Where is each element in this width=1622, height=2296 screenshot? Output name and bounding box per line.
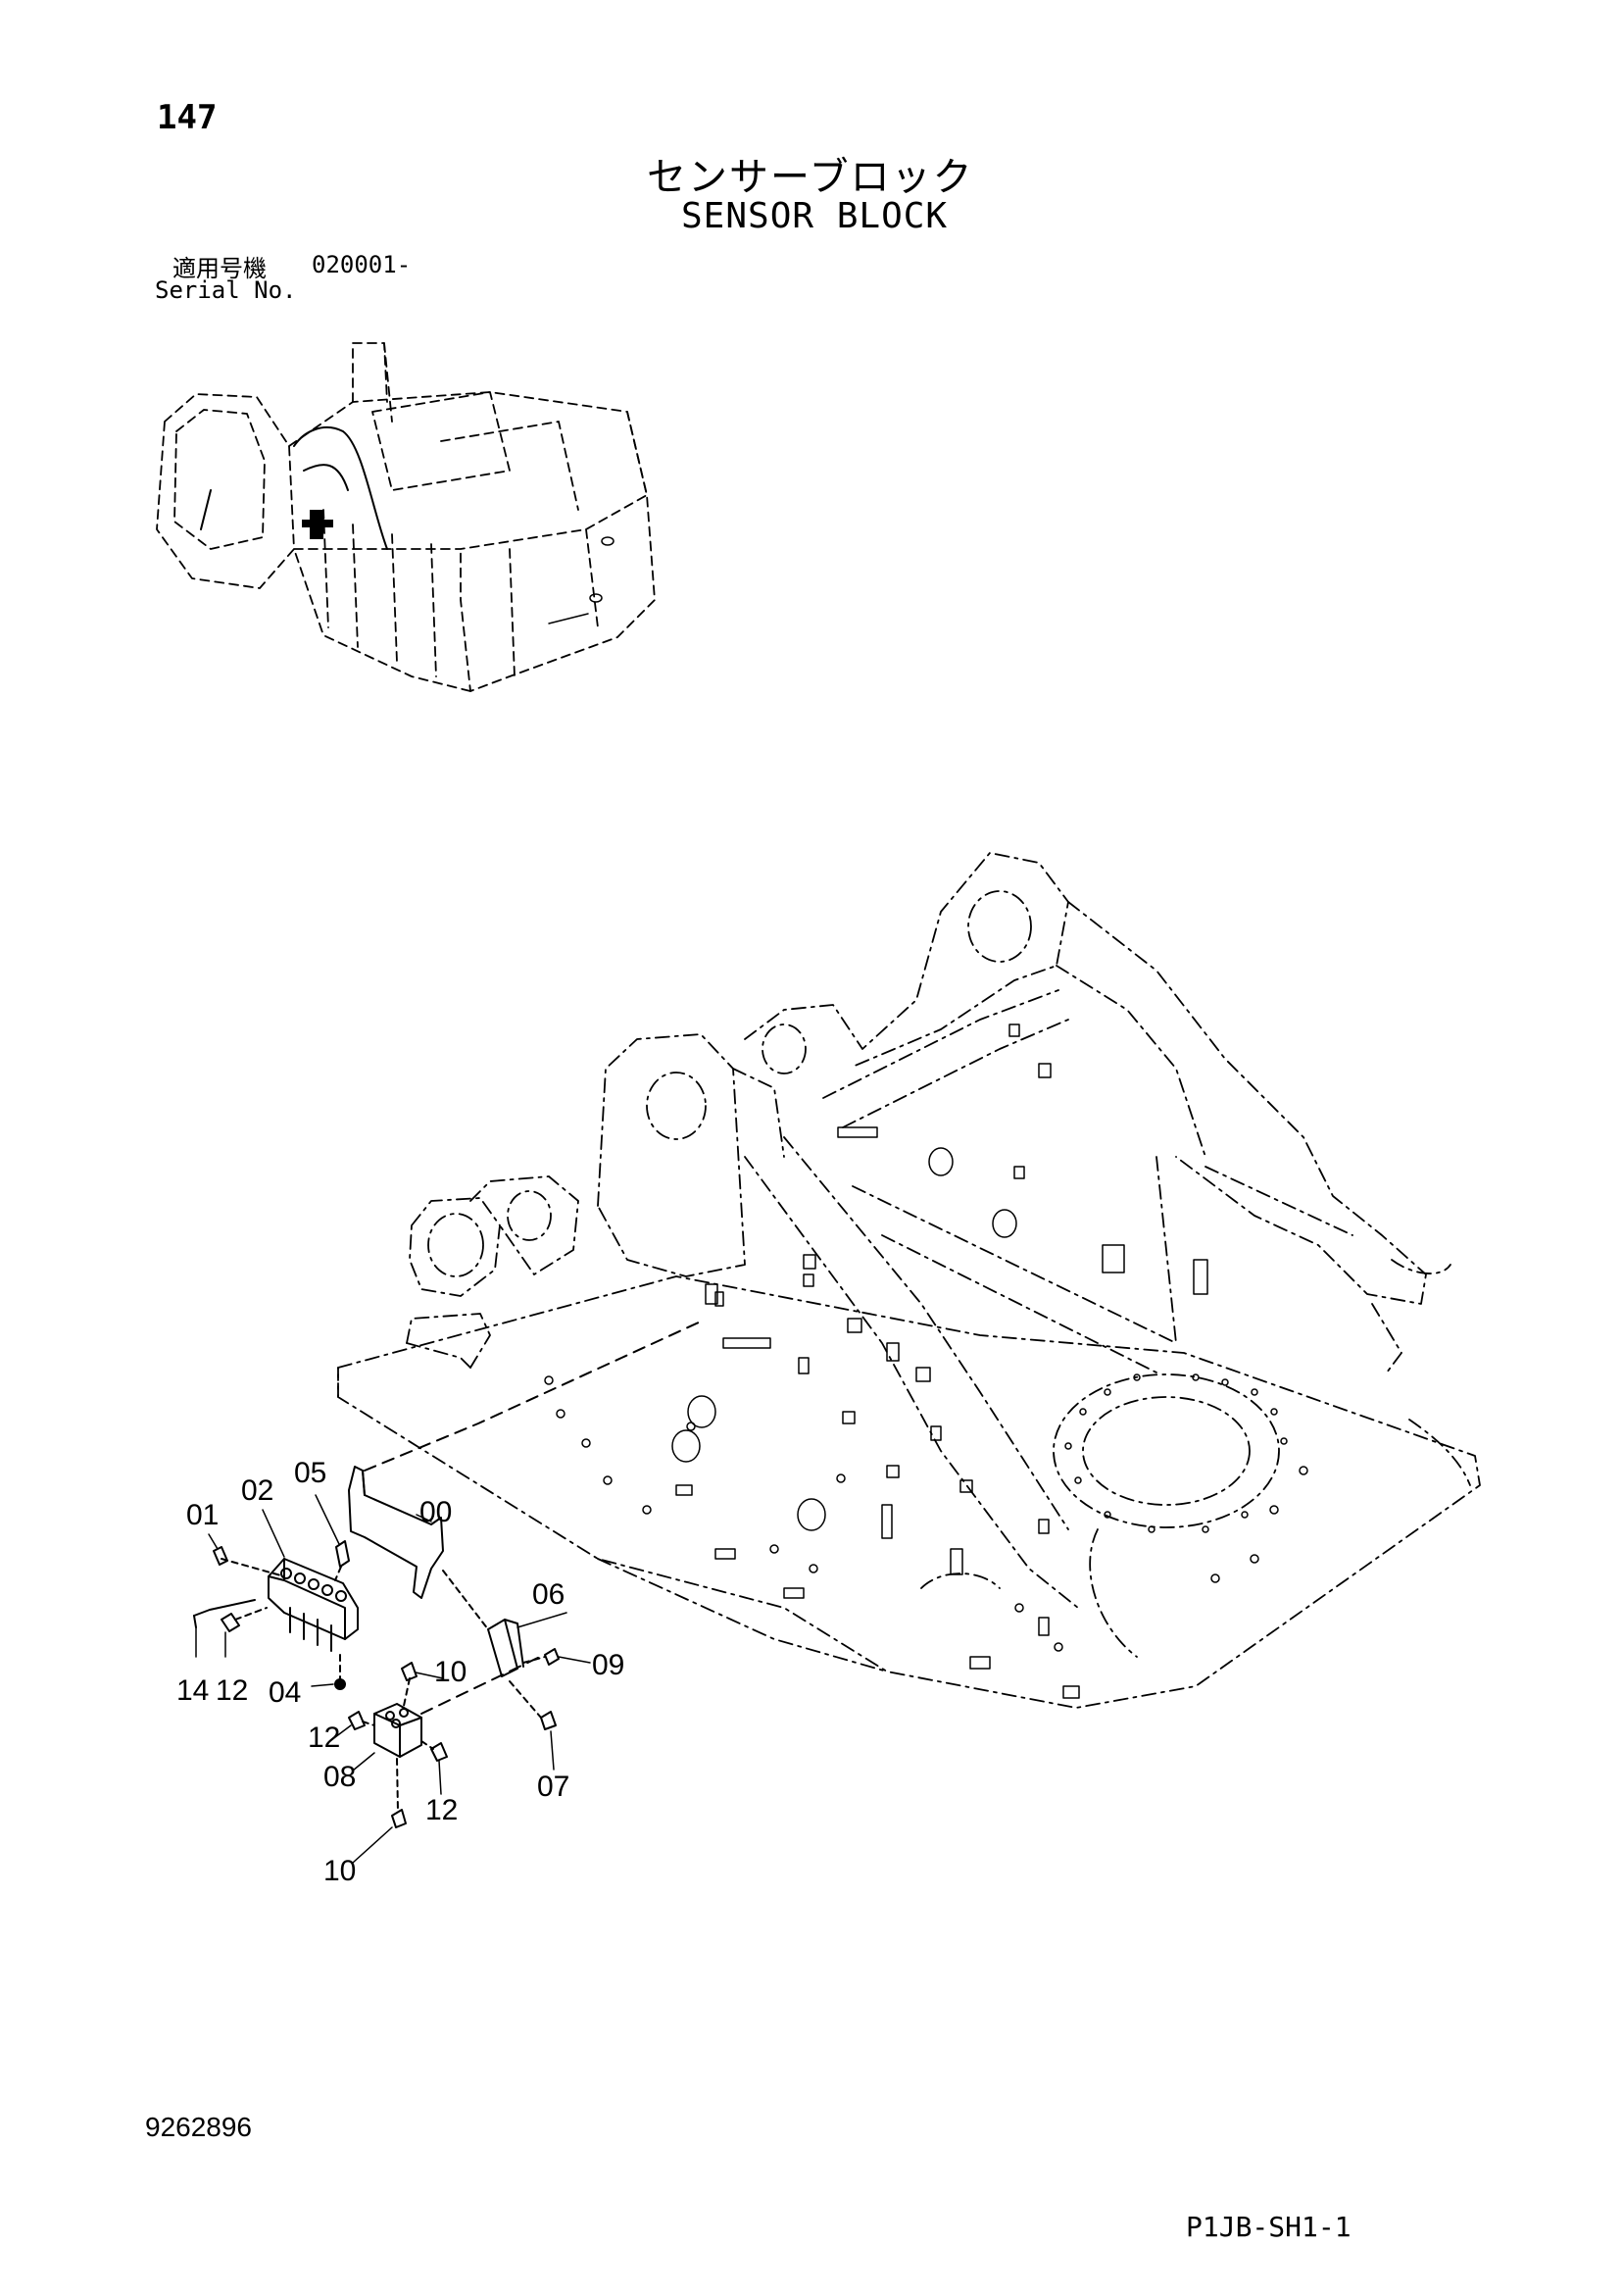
callout-08: 08	[323, 1761, 356, 1793]
callout-05: 05	[294, 1457, 326, 1489]
callout-10: 10	[434, 1656, 467, 1688]
plug-12-right	[430, 1742, 448, 1762]
callout-labels: 01 02 05 00 06 09 10 14 12 04 12 08 12 0…	[176, 1457, 624, 1887]
callout-04: 04	[269, 1676, 301, 1709]
callout-07: 07	[537, 1771, 569, 1803]
plug-10-top	[401, 1662, 418, 1681]
bracket-06	[487, 1619, 518, 1677]
bolt-09	[544, 1648, 560, 1666]
plug-12-mid	[348, 1711, 366, 1730]
title-english: SENSOR BLOCK	[681, 196, 949, 236]
sensor-block-assembly	[193, 1321, 702, 1828]
title-japanese: センサーブロック	[647, 155, 974, 200]
callout-10: 10	[323, 1855, 356, 1887]
plug-10-bottom	[391, 1809, 407, 1828]
page-number: 147	[157, 98, 218, 137]
callout-06: 06	[532, 1578, 565, 1611]
frame-bolt-holes	[544, 1147, 1308, 1652]
bolt-14	[193, 1599, 256, 1617]
overview-sensor-block	[302, 510, 333, 539]
overview-wiring	[200, 426, 388, 550]
bolt-01	[213, 1546, 228, 1566]
serial-value: 020001-	[312, 251, 412, 278]
manifold-block-02	[268, 1558, 359, 1652]
serial-label-japanese: 適用号機	[172, 255, 267, 282]
callout-leaders	[195, 1494, 591, 1864]
frame-bracket-blocks	[675, 1023, 1208, 1699]
plug-04	[334, 1678, 346, 1690]
callout-02: 02	[241, 1474, 273, 1507]
callout-14: 14	[176, 1674, 209, 1707]
revolving-frame	[337, 852, 1481, 1709]
fitting-05	[335, 1540, 350, 1568]
bolt-07	[540, 1711, 557, 1730]
callout-00: 00	[419, 1496, 452, 1528]
callout-12: 12	[308, 1722, 340, 1754]
callout-12: 12	[425, 1794, 458, 1826]
machine-overview-illustration	[156, 342, 656, 692]
callout-12: 12	[216, 1674, 248, 1707]
plug-12-left	[221, 1613, 240, 1632]
callout-01: 01	[186, 1499, 219, 1531]
overview-hole-marks	[548, 536, 614, 624]
sheet-code: P1JB-SH1-1	[1186, 2211, 1352, 2243]
document-number: 9262896	[145, 2112, 253, 2142]
serial-label-english: Serial No.	[155, 276, 297, 304]
sensor-block-08	[373, 1703, 422, 1758]
callout-09: 09	[592, 1649, 624, 1681]
